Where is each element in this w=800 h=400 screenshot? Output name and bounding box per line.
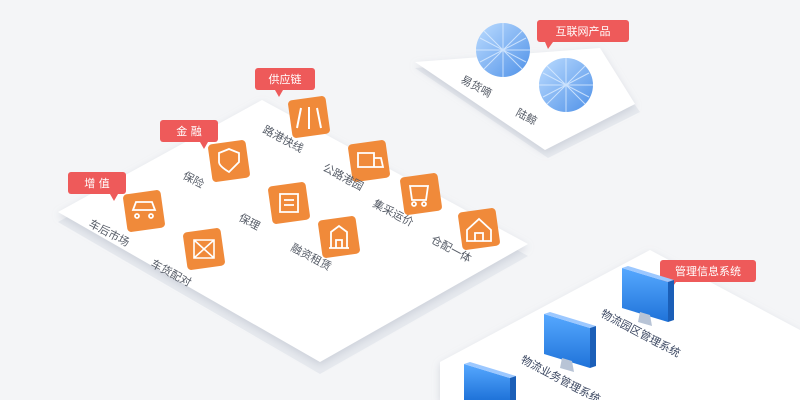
cart-icon [408, 185, 430, 207]
management-systems-tag-label: 管理信息系统 [675, 264, 741, 278]
service-tile-match[interactable] [183, 228, 226, 271]
value-added-tag: 增 值 [68, 172, 126, 201]
monitor-icon [622, 266, 674, 326]
warehouse-icon [466, 217, 492, 242]
monitor-icon [544, 312, 596, 372]
road-icon [296, 107, 322, 129]
building-icon [329, 224, 349, 249]
service-tile-warehouse[interactable] [458, 208, 501, 251]
finance-tag-label: 金 融 [176, 124, 202, 138]
management-systems-tag: 管理信息系统 [660, 260, 756, 289]
internet-platform: 互联网产品 易货嘀 陆鲸 [415, 20, 640, 158]
truck-icon [357, 152, 385, 168]
service-tile-road-port[interactable] [348, 140, 391, 183]
service-tile-leasing[interactable] [318, 216, 361, 259]
car-service-icon [131, 201, 157, 219]
internet-products-tag-label: 互联网产品 [556, 24, 611, 38]
finance-platform-top [58, 100, 528, 362]
globe-icon [476, 23, 530, 77]
globe-icon [539, 58, 593, 112]
finance-platform: 供应链 金 融 增 值 [58, 68, 528, 374]
management-platform-top [440, 250, 800, 400]
finance-tag: 金 融 [160, 120, 218, 149]
internet-products-tag: 互联网产品 [537, 20, 629, 49]
management-platform: 管理信息系统 物流园区管理系统 物流业务管理系统 [440, 250, 800, 400]
document-icon [279, 193, 299, 213]
service-tile-road[interactable] [288, 96, 331, 139]
service-tile-freight[interactable] [400, 173, 443, 216]
service-tile-insurance[interactable] [208, 140, 251, 183]
shield-icon [218, 148, 240, 174]
service-tile-factoring[interactable] [268, 182, 311, 225]
match-icon [193, 239, 215, 259]
supply-chain-tag-label: 供应链 [269, 72, 302, 86]
service-tile-aftermarket[interactable] [123, 190, 166, 233]
value-added-tag-label: 增 值 [84, 176, 110, 190]
supply-chain-tag: 供应链 [255, 68, 315, 97]
monitor-icon [464, 362, 516, 400]
